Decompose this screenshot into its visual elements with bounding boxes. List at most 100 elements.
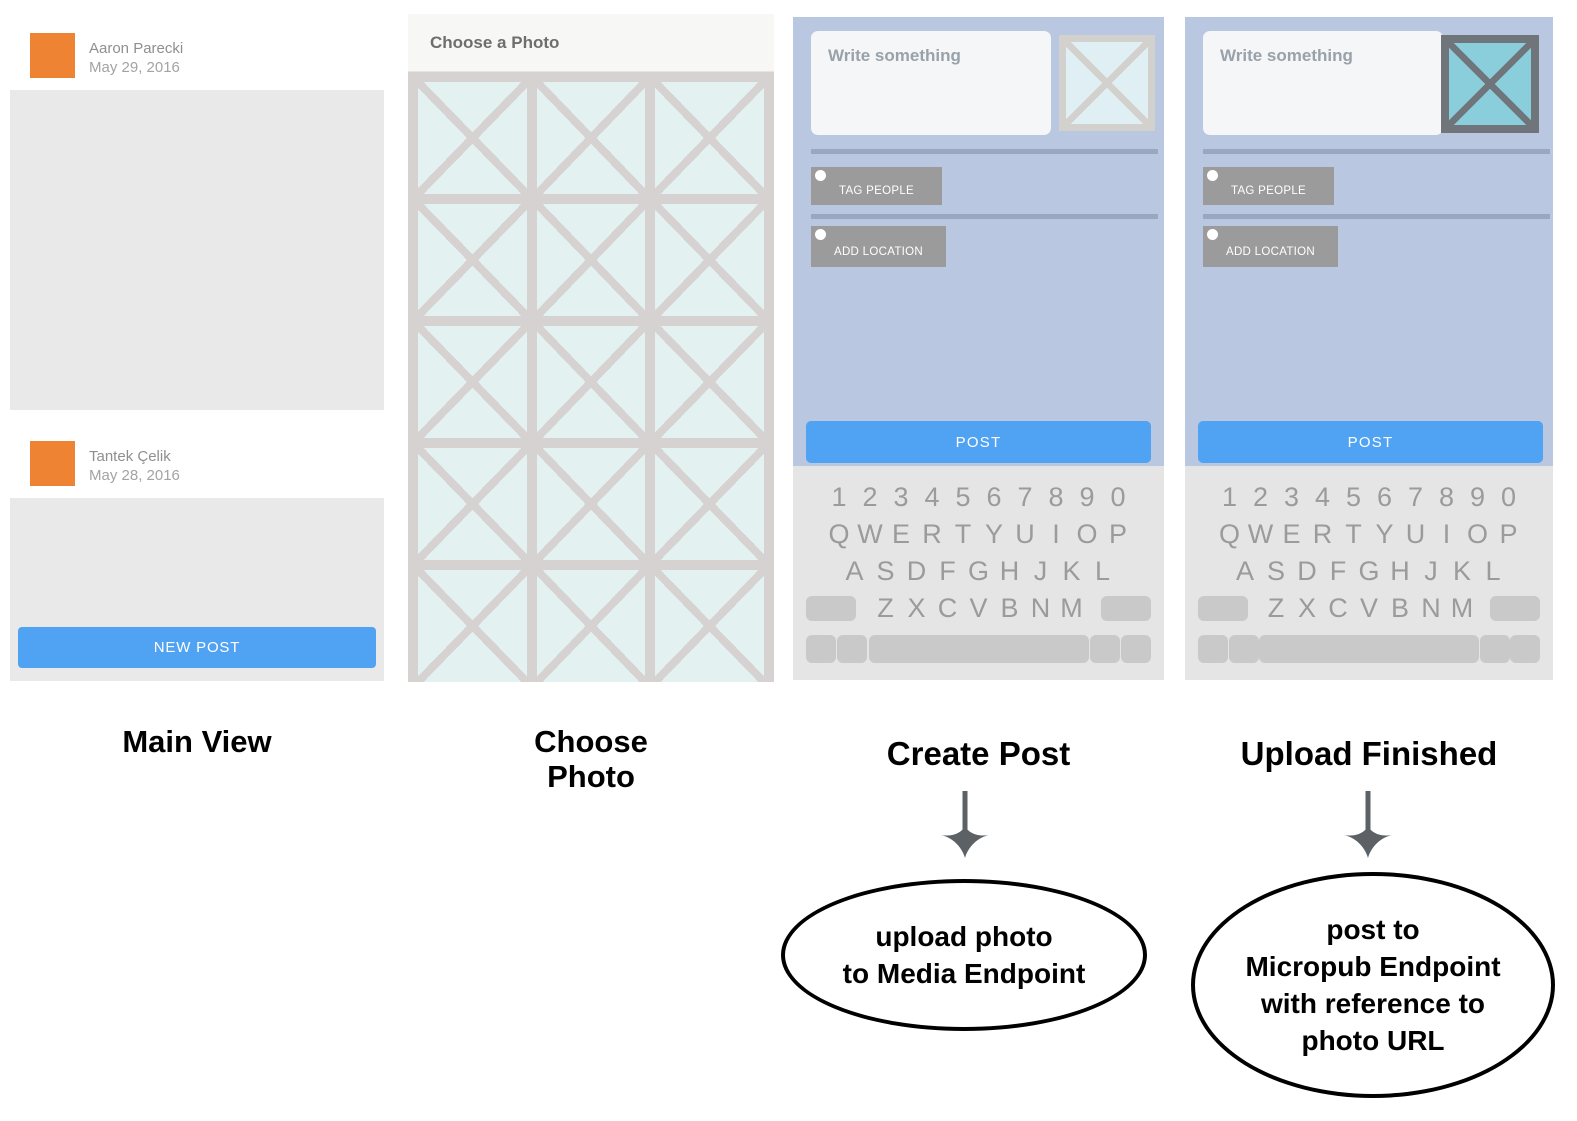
key-5[interactable]: 5 <box>1345 482 1362 512</box>
post-button[interactable]: POST <box>1198 421 1543 463</box>
add-location-button[interactable]: ADD LOCATION <box>811 226 946 267</box>
key-D[interactable]: D <box>906 556 927 586</box>
key-T[interactable]: T <box>1345 519 1362 549</box>
key-R[interactable]: R <box>922 519 942 549</box>
backspace-key[interactable] <box>1490 596 1540 621</box>
key-X[interactable]: X <box>1297 593 1316 623</box>
key-J[interactable]: J <box>1033 556 1048 586</box>
photo-grid-item[interactable] <box>418 326 527 438</box>
key-1[interactable]: 1 <box>831 482 847 512</box>
key-7[interactable]: 7 <box>1407 482 1424 512</box>
key-0[interactable]: 0 <box>1500 482 1517 512</box>
key-3[interactable]: 3 <box>893 482 909 512</box>
key-W[interactable]: W <box>1247 519 1274 549</box>
key-9[interactable]: 9 <box>1469 482 1486 512</box>
keyboard-aux-key[interactable] <box>837 635 868 663</box>
key-P[interactable]: P <box>1499 519 1518 549</box>
key-E[interactable]: E <box>1282 519 1301 549</box>
keyboard-aux-key[interactable] <box>1089 635 1120 663</box>
key-6[interactable]: 6 <box>986 482 1002 512</box>
key-R[interactable]: R <box>1312 519 1333 549</box>
tag-people-button[interactable]: TAG PEOPLE <box>811 167 942 205</box>
key-H[interactable]: H <box>999 556 1020 586</box>
compose-input[interactable]: Write something <box>811 31 1051 135</box>
key-L[interactable]: L <box>1094 556 1111 586</box>
key-K[interactable]: K <box>1062 556 1081 586</box>
photo-grid-item[interactable] <box>418 82 527 194</box>
key-O[interactable]: O <box>1076 519 1098 549</box>
key-Q[interactable]: Q <box>828 519 850 549</box>
add-location-button[interactable]: ADD LOCATION <box>1203 226 1338 267</box>
key-I[interactable]: I <box>1052 519 1060 549</box>
key-L[interactable]: L <box>1485 556 1501 586</box>
key-W[interactable]: W <box>857 519 883 549</box>
key-Y[interactable]: Y <box>1375 519 1394 549</box>
key-K[interactable]: K <box>1452 556 1471 586</box>
key-1[interactable]: 1 <box>1221 482 1238 512</box>
key-3[interactable]: 3 <box>1283 482 1300 512</box>
key-N[interactable]: N <box>1030 593 1051 623</box>
key-C[interactable]: C <box>1328 593 1348 623</box>
key-4[interactable]: 4 <box>1314 482 1331 512</box>
photo-grid-item[interactable] <box>655 448 764 560</box>
photo-grid-item[interactable] <box>418 570 527 682</box>
key-Z[interactable]: Z <box>1267 593 1285 623</box>
photo-grid-item[interactable] <box>655 326 764 438</box>
photo-grid-item[interactable] <box>655 204 764 316</box>
backspace-key[interactable] <box>1101 596 1151 621</box>
key-V[interactable]: V <box>969 593 988 623</box>
key-G[interactable]: G <box>967 556 989 586</box>
key-H[interactable]: H <box>1390 556 1410 586</box>
key-5[interactable]: 5 <box>955 482 971 512</box>
key-9[interactable]: 9 <box>1079 482 1095 512</box>
keyboard-aux-key[interactable] <box>1510 635 1540 663</box>
key-8[interactable]: 8 <box>1438 482 1455 512</box>
photo-grid-item[interactable] <box>418 204 527 316</box>
photo-grid-item[interactable] <box>536 448 646 560</box>
key-G[interactable]: G <box>1358 556 1380 586</box>
photo-grid-item[interactable] <box>536 326 646 438</box>
key-J[interactable]: J <box>1424 556 1438 586</box>
photo-grid-item[interactable] <box>536 204 646 316</box>
key-T[interactable]: T <box>954 519 972 549</box>
key-S[interactable]: S <box>876 556 895 586</box>
keyboard-aux-key[interactable] <box>1198 635 1228 663</box>
post-button[interactable]: POST <box>806 421 1151 463</box>
key-2[interactable]: 2 <box>862 482 878 512</box>
shift-key[interactable] <box>1198 596 1248 621</box>
key-I[interactable]: I <box>1442 519 1451 549</box>
key-S[interactable]: S <box>1266 556 1285 586</box>
photo-grid-item[interactable] <box>536 570 646 682</box>
key-Q[interactable]: Q <box>1218 519 1240 549</box>
key-6[interactable]: 6 <box>1376 482 1393 512</box>
keyboard-aux-key[interactable] <box>806 635 836 663</box>
keyboard-aux-key[interactable] <box>1121 635 1151 663</box>
key-P[interactable]: P <box>1108 519 1127 549</box>
photo-grid-item[interactable] <box>418 448 527 560</box>
key-0[interactable]: 0 <box>1110 482 1126 512</box>
key-E[interactable]: E <box>891 519 910 549</box>
key-Z[interactable]: Z <box>877 593 894 623</box>
keyboard-aux-key[interactable] <box>1228 635 1259 663</box>
tag-people-button[interactable]: TAG PEOPLE <box>1203 167 1334 205</box>
key-2[interactable]: 2 <box>1252 482 1269 512</box>
new-post-button[interactable]: NEW POST <box>18 627 376 668</box>
key-D[interactable]: D <box>1297 556 1317 586</box>
key-7[interactable]: 7 <box>1017 482 1033 512</box>
key-X[interactable]: X <box>907 593 926 623</box>
key-B[interactable]: B <box>1000 593 1019 623</box>
key-C[interactable]: C <box>937 593 958 623</box>
key-U[interactable]: U <box>1405 519 1426 549</box>
shift-key[interactable] <box>806 596 856 621</box>
keyboard-aux-key[interactable] <box>1479 635 1510 663</box>
key-U[interactable]: U <box>1015 519 1035 549</box>
key-O[interactable]: O <box>1466 519 1488 549</box>
key-F[interactable]: F <box>1329 556 1347 586</box>
key-F[interactable]: F <box>939 556 956 586</box>
photo-grid-item[interactable] <box>655 82 764 194</box>
photo-grid-item[interactable] <box>655 570 764 682</box>
key-8[interactable]: 8 <box>1048 482 1064 512</box>
key-B[interactable]: B <box>1390 593 1409 623</box>
key-A[interactable]: A <box>845 556 864 586</box>
spacebar[interactable] <box>868 635 1089 663</box>
